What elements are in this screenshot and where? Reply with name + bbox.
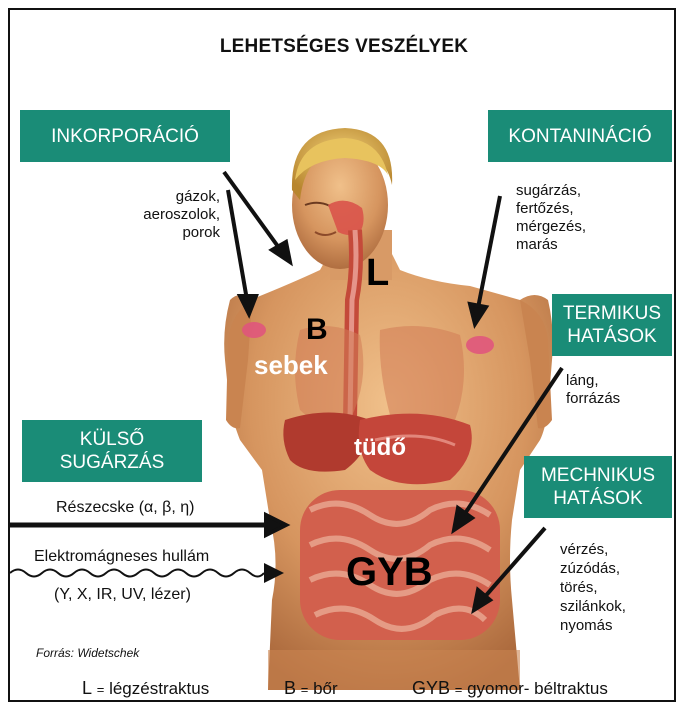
note-termikus: láng, forrázás <box>566 372 620 408</box>
note-line: sugárzás, <box>516 182 586 200</box>
wave-arrow-line <box>10 570 264 577</box>
note-line: forrázás <box>566 390 620 408</box>
legend-item-GYB: GYB = gyomor- béltraktus <box>412 678 608 699</box>
legend-eq: = <box>97 682 105 697</box>
note-line: szilánkok, <box>560 597 626 616</box>
note-line: mérgezés, <box>516 218 586 236</box>
legend-text: gyomor- béltraktus <box>467 679 608 698</box>
note-line: marás <box>516 236 586 254</box>
box-kulso-line1: KÜLSŐ <box>22 428 202 451</box>
overlay-tudo: tüdő <box>354 434 406 462</box>
skin-wound-right <box>466 336 494 354</box>
legend-eq: = <box>455 682 463 697</box>
box-kulso-sugarzas: KÜLSŐ SUGÁRZÁS <box>22 420 202 482</box>
box-kontaninacio-label: KONTANINÁCIÓ <box>488 125 672 148</box>
overlay-L: L <box>366 252 389 295</box>
box-termikus-line2: HATÁSOK <box>552 325 672 348</box>
box-inkorporacio-label: INKORPORÁCIÓ <box>20 125 230 148</box>
box-inkorporacio: INKORPORÁCIÓ <box>20 110 230 162</box>
box-mechnikus-line1: MECHNIKUS <box>524 464 672 487</box>
box-kulso-line2: SUGÁRZÁS <box>22 451 202 474</box>
legend-item-L: L = légzéstraktus <box>82 678 209 699</box>
legend-item-B: B = bőr <box>284 678 338 699</box>
note-line: porok <box>130 224 220 242</box>
legend-key: L <box>82 678 92 698</box>
overlay-GYB: GYB <box>346 550 433 595</box>
overlay-B: B <box>306 313 328 347</box>
label-wave: Elektromágneses hullám <box>34 548 209 566</box>
box-termikus-line1: TERMIKUS <box>552 302 672 325</box>
legend-text: légzéstraktus <box>109 679 209 698</box>
legend-text: bőr <box>313 679 338 698</box>
box-mechnikus-line2: HATÁSOK <box>524 487 672 510</box>
note-line: vérzés, <box>560 540 626 559</box>
box-termikus: TERMIKUS HATÁSOK <box>552 294 672 356</box>
source-caption: Forrás: Widetschek <box>36 646 139 660</box>
legend-eq: = <box>301 682 309 697</box>
note-line: törés, <box>560 578 626 597</box>
note-line: fertőzés, <box>516 200 586 218</box>
note-line: nyomás <box>560 616 626 635</box>
note-kontaninacio: sugárzás, fertőzés, mérgezés, marás <box>516 182 586 254</box>
note-line: gázok, <box>130 188 220 206</box>
note-mechnikus: vérzés, zúzódás, törés, szilánkok, nyomá… <box>560 540 626 635</box>
skin-wound-left <box>242 322 266 338</box>
box-mechnikus: MECHNIKUS HATÁSOK <box>524 456 672 518</box>
note-line: láng, <box>566 372 620 390</box>
label-particle: Részecske (α, β, η) <box>56 499 194 517</box>
label-wave-types: (Y, X, IR, UV, lézer) <box>54 586 191 604</box>
note-line: zúzódás, <box>560 559 626 578</box>
box-kontaninacio: KONTANINÁCIÓ <box>488 110 672 162</box>
legend-key: GYB <box>412 678 450 698</box>
note-line: aeroszolok, <box>130 206 220 224</box>
legend-key: B <box>284 678 296 698</box>
note-inkorporacio: gázok, aeroszolok, porok <box>130 188 220 242</box>
overlay-sebek: sebek <box>254 350 328 381</box>
